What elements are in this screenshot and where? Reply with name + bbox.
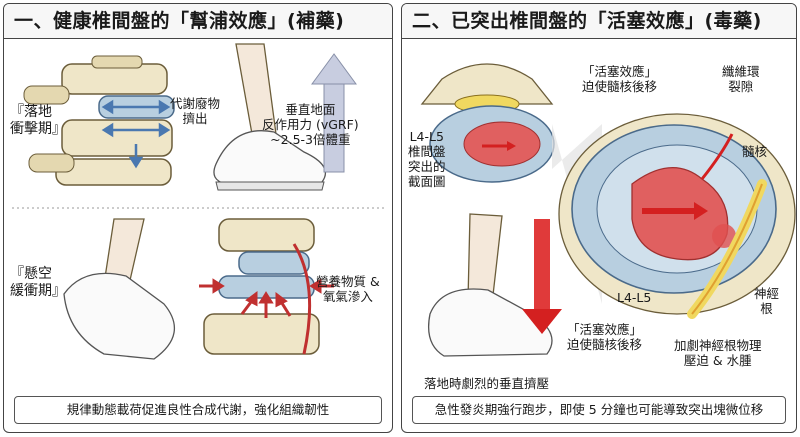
nutrient-label: 營養物質 & 氧氣滲入 [316,274,380,304]
right-panel-title: 二、已突出椎間盤的「活塞效應」(毒藥) [402,4,796,39]
nerve-root-label: 神經 根 [754,286,780,316]
nucleus-label: 髓核 [742,144,768,159]
runner-illustration [427,213,553,357]
swing-phase-label: 『懸空 緩衝期』 [10,266,66,299]
lower-leg-shoe-illustration [63,218,176,360]
upper-spine-illustration [23,55,175,186]
landing-phase-label: 『落地 衝擊期』 [10,104,66,137]
nutrient-arrows [199,278,334,318]
right-footer: 急性發炎期強行跑步，即使 5 分鐘也可能導致突出塊微位移 [412,396,786,424]
left-panel: 一、健康椎間盤的「幫浦效應」(補藥) [3,3,393,433]
left-footer: 規律動態載荷促進良性合成代謝，強化組織韌性 [14,396,382,424]
piston-top-label: 「活塞效應」 迫使髓核後移 [582,64,658,94]
level-label: L4-L5 [617,290,652,305]
impact-arrow [522,219,562,334]
small-disc-section [420,63,555,183]
metabolism-label: 代謝廢物 擠出 [170,96,221,126]
grf-arrow [311,53,357,173]
nerve-compression-label: 加劇神經根物理 壓迫 & 水腫 [674,338,762,368]
impact-label: 落地時劇烈的垂直擠壓 [424,376,550,391]
left-panel-title: 一、健康椎間盤的「幫浦效應」(補藥) [4,4,392,39]
piston-bottom-label: 「活塞效應」 迫使髓核後移 [567,322,643,352]
left-illustration [12,43,386,360]
right-illustration [420,63,796,357]
grf-label: 垂直地面 反作用力 (vGRF) ~2.5-3倍體重 [262,102,359,147]
annulus-tear-label: 纖維環 裂隙 [722,64,760,94]
section-label: L4-L5 椎間盤 突出的 截面圖 [408,129,446,189]
right-panel: 二、已突出椎間盤的「活塞效應」(毒藥) [401,3,797,433]
lower-spine-illustration [199,218,334,355]
large-disc-section [558,113,796,315]
expel-arrows [101,99,171,169]
upper-leg-shoe-illustration [213,43,327,191]
